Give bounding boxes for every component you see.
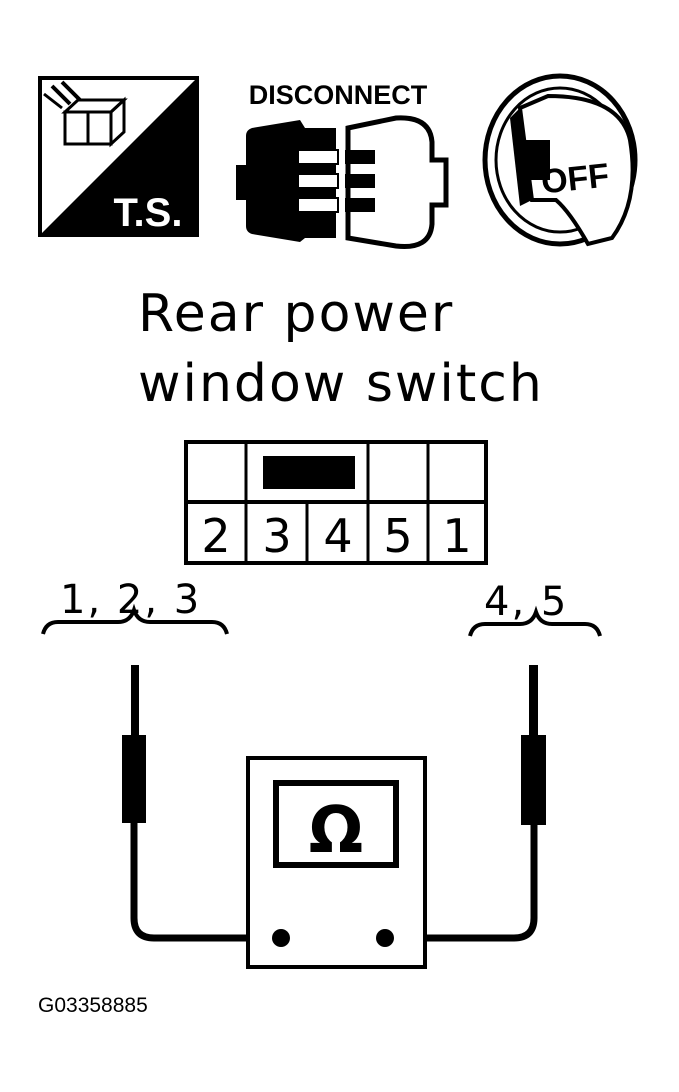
- off-label: OFF: [539, 157, 611, 202]
- right-probe: [386, 665, 546, 942]
- disconnect-label: DISCONNECT: [249, 80, 428, 110]
- connector-lock-tab: [263, 456, 355, 489]
- left-probe-terminals: 1, 2, 3: [60, 577, 202, 623]
- ohm-symbol: Ω: [309, 794, 363, 868]
- terminal-label: 4: [323, 509, 352, 563]
- terminal-label: 2: [201, 509, 230, 563]
- meter-jack-left: [272, 929, 290, 947]
- right-probe-terminals: 4, 5: [484, 579, 569, 625]
- left-brace: [41, 603, 229, 635]
- left-probe: [122, 665, 276, 942]
- ohmmeter-icon: Ω: [246, 756, 427, 969]
- terminal-label: 5: [383, 509, 412, 563]
- connector-face: [184, 440, 488, 565]
- ignition-key-off-icon: OFF: [482, 73, 638, 247]
- disconnect-connector-icon: DISCONNECT: [236, 80, 449, 250]
- component-title-line-2: window switch: [138, 354, 544, 414]
- terminal-label: 1: [442, 509, 471, 563]
- ts-label: T.S.: [114, 191, 183, 235]
- right-brace: [468, 605, 602, 637]
- meter-jack-right: [376, 929, 394, 947]
- terminal-label: 3: [262, 509, 291, 563]
- terminal-numbers: 2 3 4 5 1: [201, 509, 471, 563]
- figure-code: G03358885: [38, 994, 148, 1017]
- ts-icon: T.S.: [38, 76, 199, 237]
- harness-icon: [43, 80, 128, 148]
- component-title-line-1: Rear power: [138, 284, 455, 344]
